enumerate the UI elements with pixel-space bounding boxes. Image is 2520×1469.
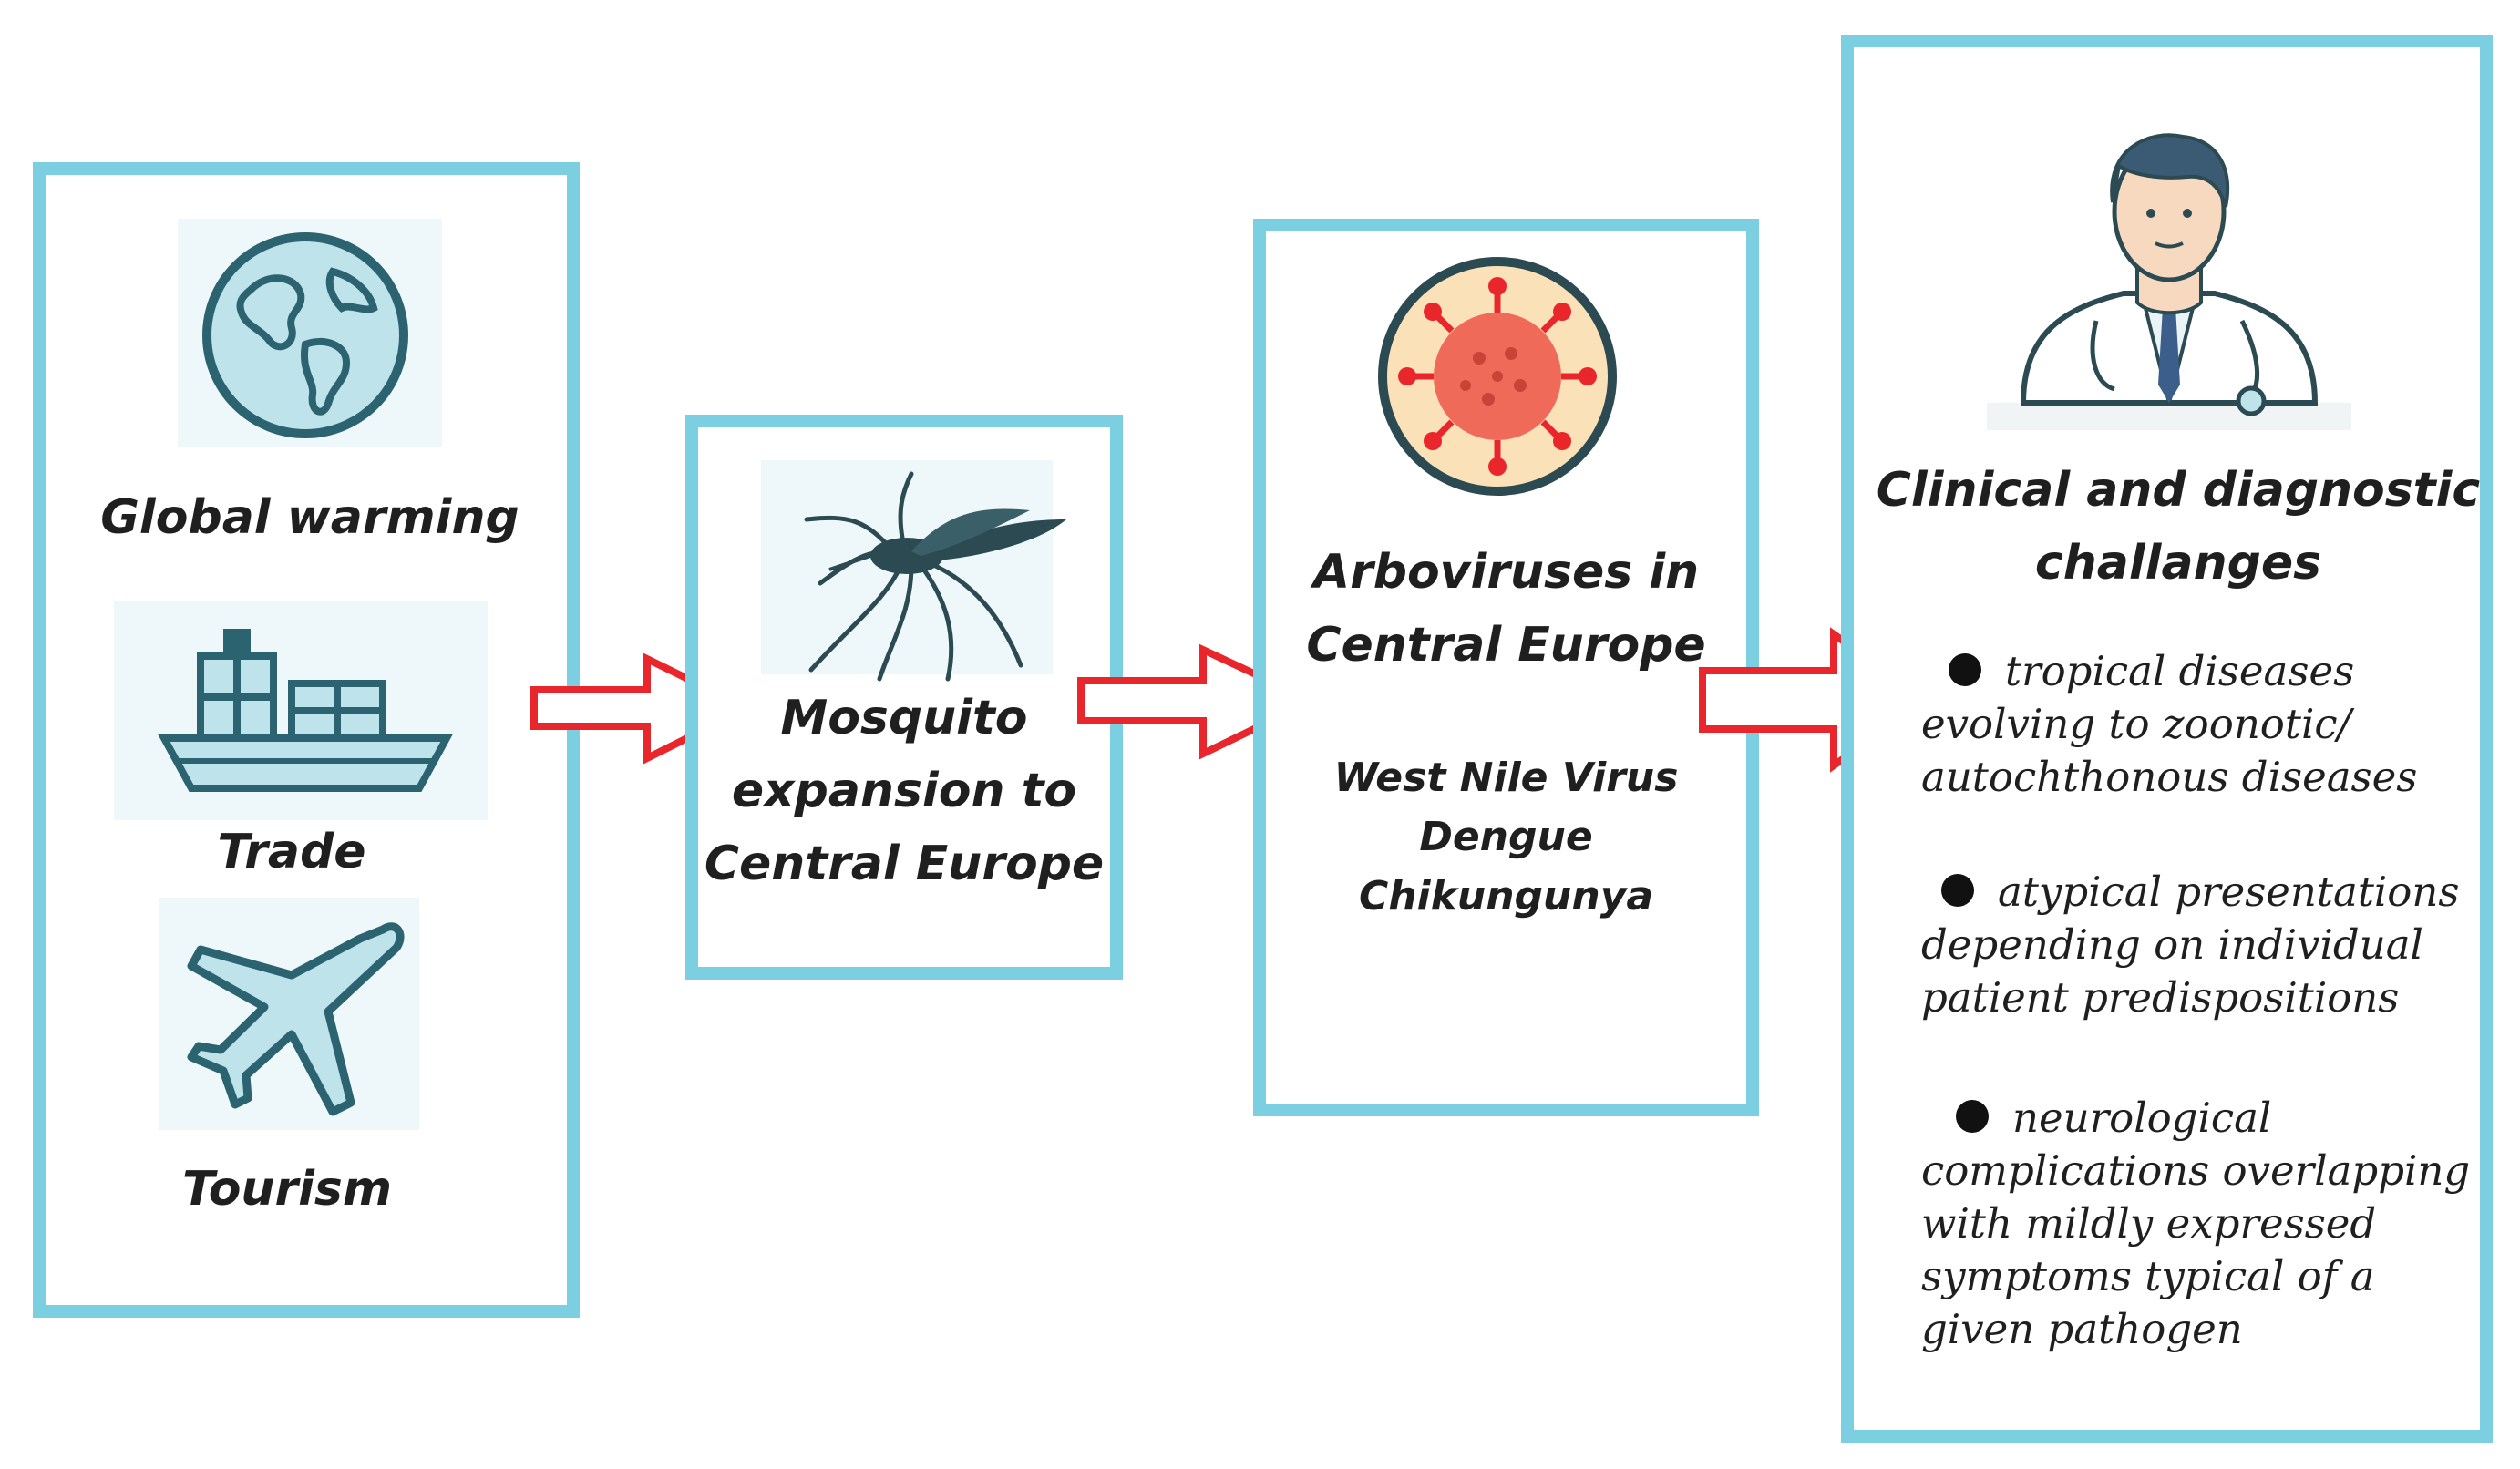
bullet-1-line-3: autochthonous diseases — [1921, 753, 2418, 801]
arbovirus-title-1: Arboviruses in — [1312, 545, 1700, 600]
bullet-3: neurological complications overlapping w… — [1921, 1092, 2486, 1356]
bullet-2-line-1: atypical presentations — [1921, 866, 2486, 919]
virus-icon — [1378, 257, 1617, 496]
mosquito-icon — [804, 471, 1066, 682]
cargo-ship-icon — [158, 629, 453, 792]
trade-label: Trade — [217, 825, 366, 879]
mosquito-title-1: Mosquito — [780, 691, 1028, 745]
virus-chikungunya: Chikungunya — [1358, 873, 1654, 919]
bullet-1: tropical diseases evolving to zoonotic/ … — [1921, 645, 2486, 804]
bullet-2-line-2: depending on individual — [1921, 920, 2423, 969]
global-warming-label: Global warming — [100, 490, 519, 545]
mosquito-title-2: expansion to — [731, 764, 1077, 818]
bullet-1-line-2: evolving to zoonotic/ — [1921, 700, 2351, 748]
tourism-label: Tourism — [181, 1162, 393, 1217]
virus-west-nile: West Nile Virus — [1333, 755, 1679, 801]
doctor-icon — [1987, 133, 2351, 430]
arbovirus-title-2: Central Europe — [1306, 618, 1706, 673]
bullet-3-line-4: symptoms typical of a — [1921, 1252, 2375, 1300]
bullet-2-dot — [1941, 873, 1974, 907]
bullet-1-dot — [1949, 652, 1981, 686]
bullet-3-line-3: with mildly expressed — [1921, 1199, 2377, 1248]
virus-dengue: Dengue — [1419, 814, 1593, 860]
bullet-2-line-3: patient predispositions — [1921, 973, 2400, 1022]
mosquito-title-3: Central Europe — [704, 837, 1105, 891]
bullet-3-line-2: complications overlapping — [1921, 1146, 2471, 1195]
clinical-title-2: challanges — [2034, 536, 2322, 591]
bullet-2: atypical presentations depending on indi… — [1921, 866, 2486, 1024]
bullet-3-dot — [1956, 1099, 1989, 1133]
bullet-3-line-5: given pathogen — [1921, 1305, 2243, 1353]
clinical-title-1: Clinical and diagnostic — [1876, 463, 2481, 518]
globe-icon — [202, 232, 408, 438]
bullet-1-line-1: tropical diseases — [1921, 645, 2486, 698]
airplane-icon — [187, 922, 405, 1116]
bullet-3-line-1: neurological — [1921, 1092, 2486, 1145]
